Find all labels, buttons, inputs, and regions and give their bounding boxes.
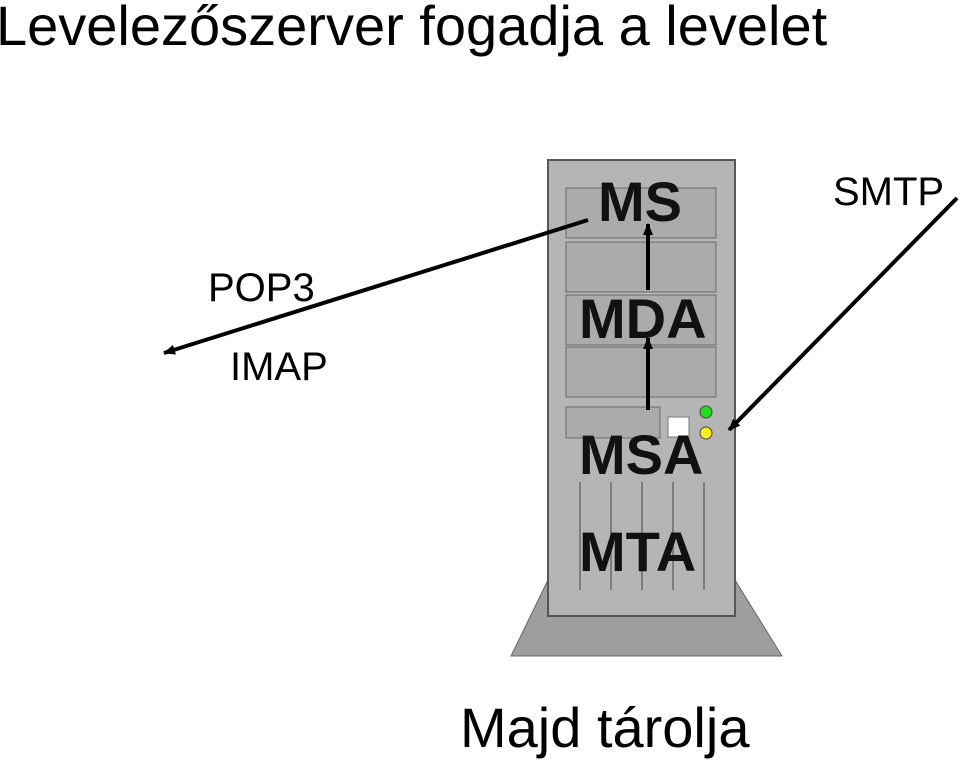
layer-mta: MTA (579, 524, 696, 580)
drive-bay-2 (566, 242, 716, 292)
caption: Majd tárolja (460, 700, 749, 756)
arrow-smtp-to-server (729, 198, 957, 430)
layer-msa: MSA (579, 427, 703, 483)
smtp-label: SMTP (833, 172, 944, 212)
imap-label: IMAP (230, 347, 328, 387)
led-green (700, 406, 712, 418)
layer-ms: MS (598, 174, 682, 230)
drive-bay-4 (566, 347, 716, 397)
layer-mda: MDA (579, 291, 707, 347)
pop3-label: POP3 (208, 268, 315, 308)
